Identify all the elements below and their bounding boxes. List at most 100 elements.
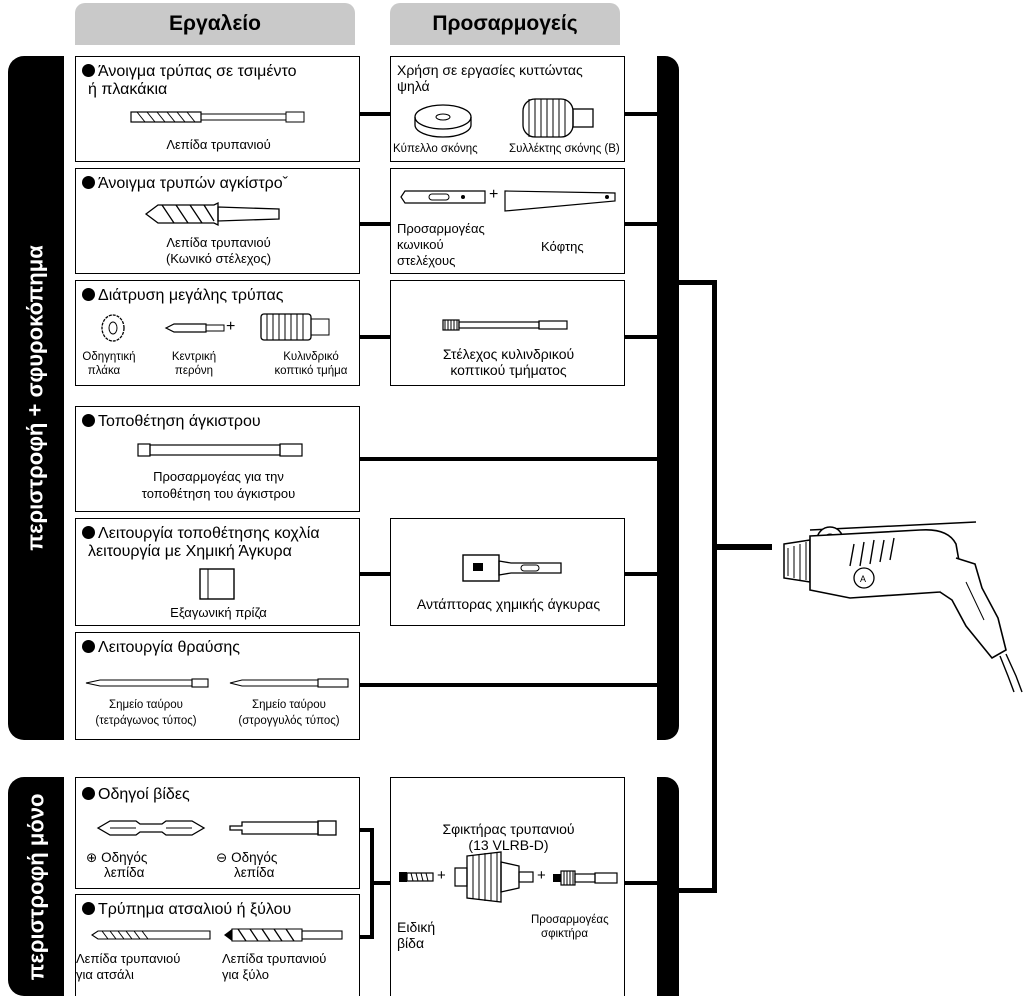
label-minus-driver-2: λεπίδα — [234, 865, 275, 880]
bullet-icon — [82, 787, 95, 800]
label-minus-driver-1: ⊖ Οδηγός — [216, 850, 278, 865]
connector — [360, 935, 373, 939]
connector — [360, 112, 390, 116]
tool-title-breaking: Λειτουργία θραύσης — [82, 639, 240, 657]
plus-symbol: ⊕ — [86, 850, 98, 865]
connector — [360, 457, 657, 461]
bullet-icon — [82, 288, 95, 301]
connector — [370, 881, 390, 885]
connector — [679, 280, 716, 285]
right-bar-rotation-hammer — [657, 56, 679, 740]
label-center-pin-1: Κεντρική — [171, 351, 217, 363]
tool-title-chemical-anchor: Λειτουργία τοποθέτησης κοχλία — [82, 525, 320, 543]
plus-sign: + — [437, 867, 446, 884]
svg-text:A: A — [860, 574, 866, 584]
chemical-anchor-adapter-icon — [462, 554, 562, 582]
connector — [360, 683, 657, 687]
connector — [360, 335, 390, 339]
connector — [625, 572, 657, 576]
bull-point-round-icon — [229, 678, 349, 688]
drill-bit-icon — [130, 111, 305, 123]
drill-chuck-icon — [454, 851, 534, 903]
band-rotation-hammer-label: περιστροφή + σφυροκόπημα — [23, 245, 49, 551]
plus-sign: + — [226, 318, 236, 335]
label-bull-point-square-1: Σημείο ταύρου — [109, 699, 183, 711]
band-rotation-only-label: περιστροφή μόνο — [23, 793, 49, 980]
plus-sign: + — [537, 867, 546, 884]
label-dust-collector: Συλλέκτης σκόνης (B) — [509, 143, 620, 155]
label-chuck-adapter-2: σφικτήρα — [541, 928, 588, 940]
tool-box-anchor-setting: Τοποθέτηση άγκιστρου Προσαρμογέας για τη… — [75, 406, 360, 512]
core-bit-icon — [260, 313, 330, 341]
bullet-icon — [82, 64, 95, 77]
dust-collector-icon — [522, 98, 594, 138]
label-hex-socket: Εξαγωνική πρίζα — [170, 605, 267, 620]
wood-drill-bit-icon — [224, 928, 343, 942]
center-pin-icon — [164, 323, 225, 333]
tool-box-steel-wood: Τρύπημα ατσαλιού ή ξύλου Λεπίδα τρυπανιο… — [75, 894, 360, 996]
steel-drill-bit-icon — [91, 930, 211, 940]
bullet-icon — [82, 902, 95, 915]
label-steel-bit-2: για ατσάλι — [76, 967, 134, 982]
adapter-box-chemical-anchor: Αντάπτορας χημικής άγκυρας — [390, 518, 625, 626]
adapters-column-header: Προσαρμογείς — [390, 3, 620, 45]
phillips-bit-icon — [96, 820, 206, 836]
tool-box-concrete: Άνοιγμα τρύπας σε τσιμέντο ή πλακάκια Λε… — [75, 56, 360, 162]
label-chemical-anchor-adapter: Αντάπτορας χημικής άγκυρας — [416, 596, 601, 612]
connector — [712, 280, 717, 893]
label-drill-bit: Λεπίδα τρυπανιού — [166, 235, 271, 250]
tool-box-anchor-holes: Άνοιγμα τρυπών αγκίστροˇ Λεπίδα τρυπανιο… — [75, 168, 360, 274]
adapter-box-drill-chuck: Σφικτήρας τρυπανιού (13 VLRB-D) + + Ειδι… — [390, 777, 625, 996]
tool-title-screw-drivers: Οδηγοί βίδες — [82, 786, 190, 804]
band-rotation-hammer: περιστροφή + σφυροκόπημα — [8, 56, 64, 740]
label-chuck-adapter-1: Προσαρμογέας — [531, 914, 609, 926]
label-taper-adapter-1: Προσαρμογέας — [397, 221, 485, 236]
minus-symbol: ⊖ — [216, 850, 228, 865]
connector — [712, 544, 772, 550]
connector — [625, 881, 657, 885]
connector — [679, 888, 716, 893]
connector — [625, 335, 657, 339]
connector — [625, 222, 657, 226]
label-core-bit-2: κοπτικό τμήμα — [274, 365, 348, 377]
label-bull-point-round-1: Σημείο ταύρου — [252, 699, 326, 711]
bullet-icon — [82, 640, 95, 653]
label-taper-shank: (Κωνικό στέλεχος) — [165, 251, 272, 266]
guide-plate-icon — [101, 314, 125, 342]
plus-sign: + — [489, 186, 499, 203]
label-core-shank-1: Στέλεχος κυλινδρικού — [442, 346, 575, 362]
adapter-box-core-shank: Στέλεχος κυλινδρικού κοπτικού τμήματος — [390, 280, 625, 386]
label-core-bit-1: Κυλινδρικό — [283, 351, 339, 363]
connector — [360, 222, 390, 226]
label-drill-chuck-2: (13 VLRB-D) — [468, 837, 549, 853]
label-drill-chuck-1: Σφικτήρας τρυπανιού — [442, 821, 575, 837]
label-wood-bit-2: για ξύλο — [222, 967, 269, 982]
label-guide-plate-2: πλάκα — [87, 365, 121, 377]
rotary-hammer-drill-icon: A — [783, 521, 1023, 693]
label-taper-adapter-3: στελέχους — [397, 253, 456, 268]
taper-shank-adapter-icon — [400, 190, 486, 204]
tool-column-header: Εργαλείο — [75, 3, 355, 45]
tool-title-chemical-anchor-line2: λειτουργία με Χημική Άγκυρα — [88, 543, 292, 560]
label-drill-bit: Λεπίδα τρυπανιού — [166, 137, 271, 152]
label-plus-driver-1: ⊕ Οδηγός — [86, 850, 148, 865]
tool-title-anchor-setting: Τοποθέτηση άγκιστρου — [82, 413, 261, 431]
adapter-title-dust-2: ψηλά — [397, 78, 430, 94]
bull-point-square-icon — [85, 678, 209, 688]
label-bull-point-round-2: (στρογγυλός τύπος) — [238, 715, 340, 727]
tool-title-concrete: Άνοιγμα τρύπας σε τσιμέντο — [82, 63, 296, 81]
label-dust-cup: Κύπελλο σκόνης — [393, 143, 478, 155]
taper-drill-bit-icon — [144, 201, 280, 227]
cotter-icon — [504, 190, 616, 212]
tool-title-large-hole: Διάτρυση μεγάλης τρύπας — [82, 287, 283, 305]
band-rotation-only: περιστροφή μόνο — [8, 777, 64, 996]
label-taper-adapter-2: κωνικού — [397, 237, 444, 252]
hex-socket-icon — [199, 568, 235, 600]
special-screw-icon — [399, 872, 434, 882]
bullet-icon — [82, 526, 95, 539]
connector — [360, 572, 390, 576]
label-core-shank-2: κοπτικού τμήματος — [450, 362, 567, 378]
tool-box-chemical-anchor: Λειτουργία τοποθέτησης κοχλία λειτουργία… — [75, 518, 360, 626]
connector — [360, 828, 373, 832]
tool-title-steel-wood: Τρύπημα ατσαλιού ή ξύλου — [82, 901, 291, 919]
